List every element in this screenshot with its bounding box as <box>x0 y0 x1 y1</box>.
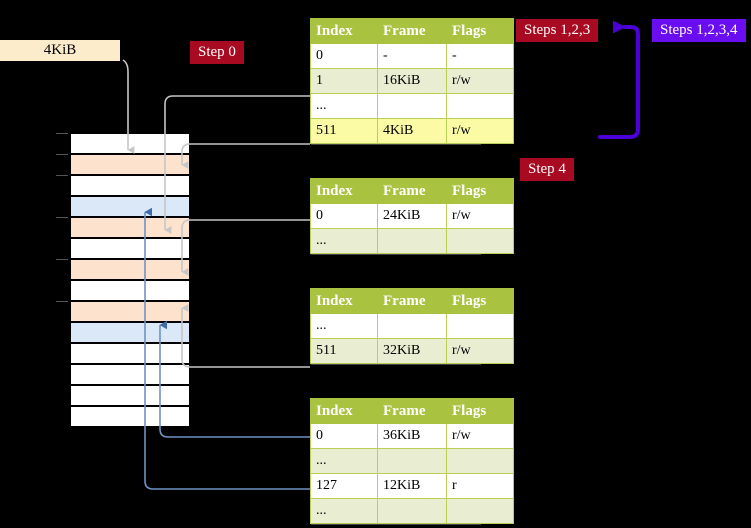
badge-step-4: Step 4 <box>520 158 574 181</box>
table-cell-frame: 16KiB <box>377 68 447 94</box>
table-cell-flags <box>446 313 514 339</box>
memory-tick-mark <box>56 259 68 260</box>
table-cell-frame: 32KiB <box>377 338 447 364</box>
table-row: 0-- <box>310 43 514 69</box>
table-cell-frame: 24KiB <box>377 203 447 229</box>
memory-frame-row <box>70 238 190 259</box>
memory-tick-mark <box>56 133 68 134</box>
table-cell-index: 127 <box>310 473 378 499</box>
table-header-cell: Flags <box>446 178 514 204</box>
memory-frame-row <box>70 196 190 217</box>
memory-frame-row <box>70 217 190 238</box>
table-header-cell: Index <box>310 398 378 424</box>
table-header-cell: Index <box>310 18 378 44</box>
table-header-cell: Frame <box>377 398 447 424</box>
table-row: ... <box>310 228 514 254</box>
badge-steps-123: Steps 1,2,3 <box>516 19 599 42</box>
table-cell-frame <box>377 448 447 474</box>
table-row: ... <box>310 93 514 119</box>
table-header-cell: Flags <box>446 398 514 424</box>
table-cell-flags <box>446 228 514 254</box>
table-cell-index: 0 <box>310 43 378 69</box>
table-cell-flags: r/w <box>446 338 514 364</box>
table-cell-flags: r/w <box>446 68 514 94</box>
table-cell-index: ... <box>310 498 378 524</box>
table-cell-flags <box>446 93 514 119</box>
table-row: ... <box>310 498 514 524</box>
table-cell-frame <box>377 228 447 254</box>
table-header-cell: Frame <box>377 18 447 44</box>
memory-frame-row <box>70 154 190 175</box>
table-cell-flags: - <box>446 43 514 69</box>
table-header-cell: Flags <box>446 288 514 314</box>
memory-frame-row <box>70 301 190 322</box>
table-cell-flags <box>446 448 514 474</box>
table-cell-index: ... <box>310 228 378 254</box>
table-cell-frame <box>377 498 447 524</box>
table-header-cell: Flags <box>446 18 514 44</box>
table-cell-index: 511 <box>310 118 378 144</box>
memory-frame-row <box>70 175 190 196</box>
physical-memory-column <box>56 133 190 427</box>
table-cell-frame <box>377 313 447 339</box>
table-cell-index: ... <box>310 313 378 339</box>
badge-steps-1234: Steps 1,2,3,4 <box>652 19 746 42</box>
wire-pd-32kib-to-memory <box>181 304 310 368</box>
memory-frame-row <box>70 133 190 154</box>
table-cell-index: 0 <box>310 203 378 229</box>
table-cell-index: 1 <box>310 68 378 94</box>
table-cell-index: 0 <box>310 423 378 449</box>
table-cell-index: 511 <box>310 338 378 364</box>
table-row: ... <box>310 313 514 339</box>
table-cell-flags: r/w <box>446 423 514 449</box>
table-cell-frame: 36KiB <box>377 423 447 449</box>
memory-size-label: 4KiB <box>0 40 120 61</box>
wire-pdpt-24kib-to-memory <box>181 219 310 276</box>
memory-frame-row <box>70 385 190 406</box>
table-cell-index: ... <box>310 93 378 119</box>
table-cell-flags: r/w <box>446 203 514 229</box>
wire-pml4-4kib-to-memory <box>181 143 310 169</box>
table-cell-frame: 12KiB <box>377 473 447 499</box>
table-cell-frame: - <box>377 43 447 69</box>
wire-steps-1234-bracket <box>598 20 640 139</box>
memory-tick-mark <box>56 301 68 302</box>
table-header-cell: Frame <box>377 288 447 314</box>
table-cell-flags <box>446 498 514 524</box>
memory-tick-mark <box>56 175 68 176</box>
table-cell-flags: r/w <box>446 118 514 144</box>
memory-frame-row <box>70 364 190 385</box>
badge-step-0: Step 0 <box>190 41 244 64</box>
memory-frame-row <box>70 406 190 427</box>
memory-tick-mark <box>56 217 68 218</box>
table-header-cell: Frame <box>377 178 447 204</box>
table-row: ... <box>310 448 514 474</box>
memory-tick-mark <box>56 154 68 155</box>
memory-frame-row <box>70 343 190 364</box>
memory-frame-row <box>70 280 190 301</box>
table-header-cell: Index <box>310 288 378 314</box>
table-cell-index: ... <box>310 448 378 474</box>
table-header-cell: Index <box>310 178 378 204</box>
table-cell-frame <box>377 93 447 119</box>
table-cell-flags: r <box>446 473 514 499</box>
memory-frame-row <box>70 322 190 343</box>
memory-frame-row <box>70 259 190 280</box>
table-cell-frame: 4KiB <box>377 118 447 144</box>
